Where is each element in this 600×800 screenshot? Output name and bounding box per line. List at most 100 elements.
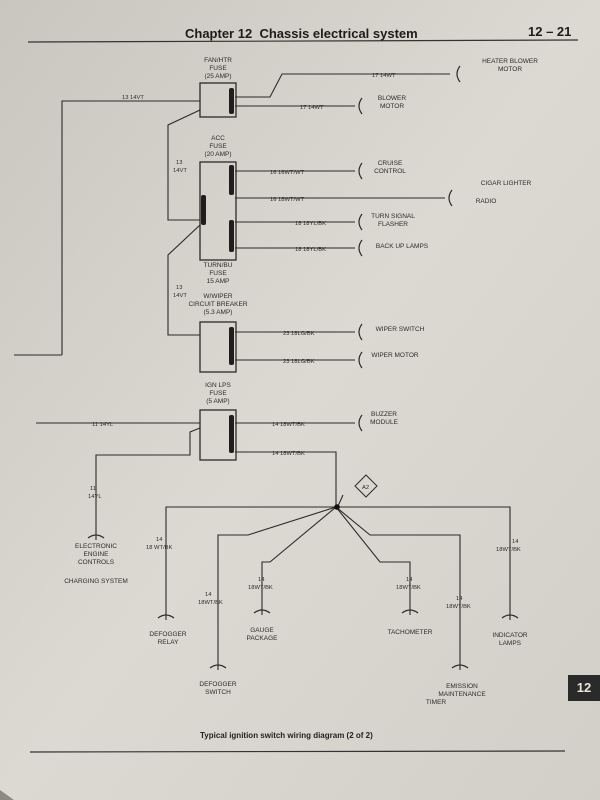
gauge-package-label-1: GAUGE	[250, 627, 274, 634]
ign-lps-fuse-label-2: FUSE	[209, 390, 227, 397]
turn-link-icon	[201, 195, 206, 225]
gauge-package-label-2: PACKAGE	[247, 635, 279, 642]
wire-label-v13a-1: 13	[176, 160, 182, 166]
wire-label-backup: 18 18YL/BK	[295, 247, 326, 253]
buzzer-module-label-2: MODULE	[370, 419, 398, 426]
wire-label-defog-relay-2: 18 WT/BK	[146, 545, 173, 551]
wiper-breaker-icon	[229, 327, 234, 365]
indicator-lamps-label-1: INDICATOR	[492, 632, 527, 639]
blower-motor-label-1: BLOWER	[378, 95, 406, 102]
wire-label-indicator-2: 18WT/BK	[496, 547, 521, 553]
wiper-breaker-label-2: CIRCUIT BREAKER	[188, 301, 247, 308]
wiper-switch-connector-icon	[358, 323, 363, 341]
wiper-motor-label: WIPER MOTOR	[371, 352, 418, 359]
wire-label-splice: 14 18WT/BK	[272, 451, 305, 457]
wire-label-gauge-2: 18WT/BK	[248, 585, 273, 591]
cigar-connector-icon	[448, 189, 453, 207]
turn-bu-fuse-icon	[229, 220, 234, 252]
chapter-tab: 12	[568, 675, 600, 701]
turn-flasher-label-2: FLASHER	[378, 221, 408, 228]
wire-lines	[14, 73, 511, 670]
emission-timer-label-3: TIMER	[426, 699, 447, 706]
electronic-controls-label-1: ELECTRONIC	[75, 543, 117, 550]
cruise-control-label-1: CRUISE	[378, 160, 403, 167]
indicator-connector-icon	[501, 614, 519, 619]
splice-callout-diamond	[354, 474, 378, 498]
header-rule	[27, 39, 579, 43]
fan-htr-fuse-label-2: FUSE	[209, 65, 227, 72]
wire-label-wiper-motor: 23 18LG/BK	[283, 359, 315, 365]
tachometer-label: TACHOMETER	[387, 629, 432, 636]
wire-label-feed-13: 13 14VT	[122, 95, 144, 101]
ign-lps-fuse-label-1: IGN LPS	[205, 382, 231, 389]
wire-label-defog-switch-1: 14	[205, 592, 212, 598]
fan-htr-fuse-box	[199, 82, 237, 118]
wire-label-v11-1: 11	[90, 486, 96, 492]
tach-connector-icon	[401, 609, 419, 614]
turn-flasher-label-1: TURN SIGNAL	[371, 213, 415, 220]
acc-fuse-icon	[229, 165, 234, 195]
chapter-heading: Chapter 12 Chassis electrical system	[185, 26, 418, 41]
electronic-connector-icon	[87, 534, 105, 539]
backup-lamps-label: BACK UP LAMPS	[376, 243, 429, 250]
cigar-lighter-label: CIGAR LIGHTER	[481, 180, 532, 187]
charging-system-label: CHARGING SYSTEM	[64, 578, 128, 585]
figure-caption: Typical ignition switch wiring diagram (…	[200, 731, 373, 740]
emission-connector-icon	[451, 664, 469, 669]
connector-symbols	[87, 65, 519, 669]
wire-label-cigar: 16 18WT/WT	[270, 197, 305, 203]
defogger-switch-label-2: SWITCH	[205, 689, 231, 696]
defogger-relay-label-2: RELAY	[158, 639, 179, 646]
acc-fuse-label-1: ACC	[211, 135, 225, 142]
wire-label-gauge-1: 14	[258, 577, 265, 583]
defogger-switch-label-1: DEFOGGER	[199, 681, 237, 688]
wire-label-tach-1: 14	[406, 577, 413, 583]
defog-relay-connector-icon	[157, 614, 175, 619]
turn-connector-icon	[358, 213, 363, 231]
emission-timer-label-1: EMISSION	[446, 683, 478, 690]
fan-htr-fuse-label-1: FAN/HTR	[204, 57, 232, 64]
heater-blower-label-1: HEATER BLOWER	[482, 58, 538, 65]
electronic-controls-label-3: CONTROLS	[78, 559, 115, 566]
turn-bu-fuse-label-2: FUSE	[209, 270, 227, 277]
ign-lps-fuse-icon	[229, 415, 234, 453]
chapter-title: Chassis electrical system	[259, 26, 418, 41]
splice-callout-label: A2	[362, 485, 369, 491]
wire-label-cruise: 16 16WT/WT	[270, 170, 305, 176]
wire-label-defog-switch-2: 18WT/BK	[198, 600, 223, 606]
backup-connector-icon	[358, 239, 363, 257]
wire-label-v13b-1: 13	[176, 285, 182, 291]
indicator-lamps-label-2: LAMPS	[499, 640, 522, 647]
splice-dot	[334, 504, 340, 510]
wire-label-emission-1: 14	[456, 596, 463, 602]
wiper-breaker-label-3: (5.3 AMP)	[204, 309, 233, 316]
fan-htr-fuse-label-3: (25 AMP)	[204, 73, 231, 80]
fan-htr-fuse-icon	[229, 88, 234, 114]
wire-label-buzzer: 14 18WT/BK	[272, 422, 305, 428]
wire-label-blower: 17 14WT	[300, 105, 324, 111]
turn-bu-fuse-label-1: TURN/BU	[204, 262, 233, 269]
wire-label-heater: 17 14WT	[372, 73, 396, 79]
buzzer-connector-icon	[358, 414, 363, 432]
defogger-relay-label-1: DEFOGGER	[149, 631, 187, 638]
blower-motor-label-2: MOTOR	[380, 103, 404, 110]
blower-connector-icon	[358, 97, 363, 115]
wiper-motor-connector-icon	[358, 351, 363, 369]
buzzer-module-label-1: BUZZER	[371, 411, 397, 418]
page-number: 12 – 21	[528, 24, 572, 39]
heater-blower-label-2: MOTOR	[498, 66, 522, 73]
ign-lps-fuse-box	[199, 409, 237, 461]
wiper-breaker-box	[199, 321, 237, 373]
wiper-breaker-label-1: W/WIPER	[203, 293, 233, 300]
footer-rule	[29, 750, 566, 753]
wiper-switch-label: WIPER SWITCH	[376, 326, 425, 333]
wire-label-v11-2: 14YL	[88, 494, 102, 500]
defog-switch-connector-icon	[209, 664, 227, 669]
cruise-control-label-2: CONTROL	[374, 168, 406, 175]
acc-fuse-label-2: FUSE	[209, 143, 227, 150]
fuse-elements	[201, 88, 234, 453]
wire-label-wiper-switch: 23 18LG/BK	[283, 331, 315, 337]
wire-label-indicator-1: 14	[512, 539, 519, 545]
